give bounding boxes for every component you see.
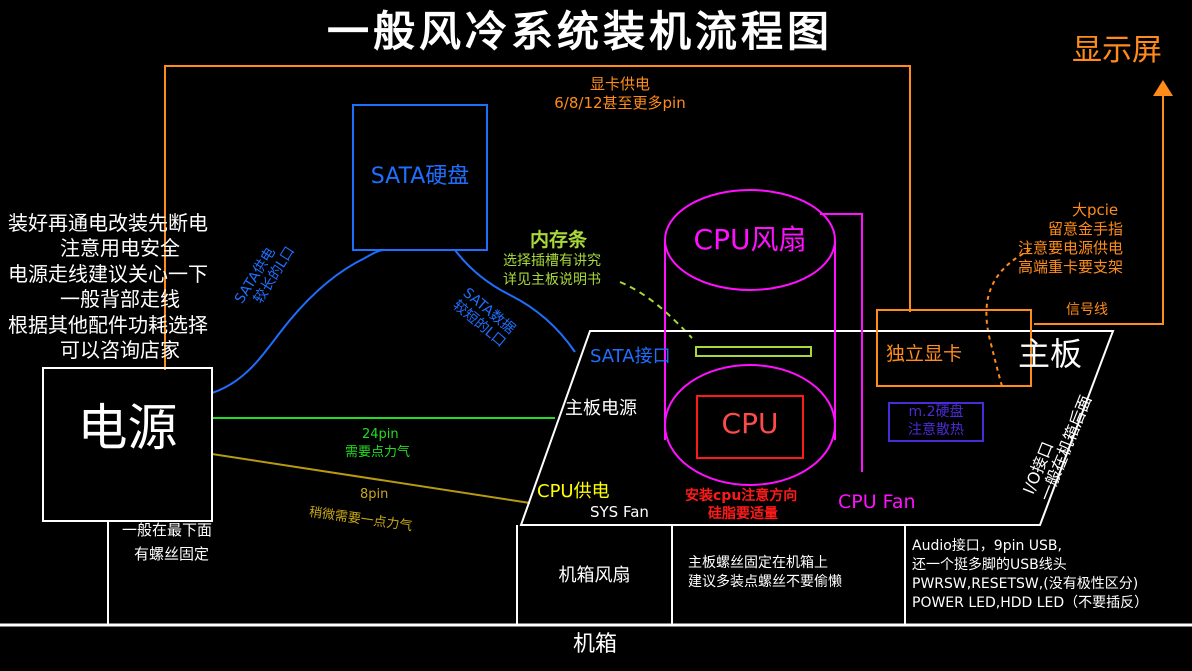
advice-line-3: 电源走线建议关心一下 bbox=[8, 262, 208, 286]
m2-label-1: m.2硬盘 bbox=[908, 404, 964, 420]
case-label: 机箱 bbox=[572, 632, 617, 657]
signal-line bbox=[1034, 88, 1164, 325]
advice-line-6: 可以咨询店家 bbox=[60, 338, 180, 362]
m2-box bbox=[888, 402, 984, 442]
gpu-label: 独立显卡 bbox=[886, 343, 963, 365]
pin24-label-2: 需要点力气 bbox=[345, 445, 411, 460]
memory-note-1: 选择插槽有讲究 bbox=[503, 253, 601, 269]
cpu-8pin-cable bbox=[211, 453, 531, 504]
cpu-fan-label: CPU风扇 bbox=[693, 223, 807, 256]
gpu-power-label-1: 显卡供电 bbox=[589, 75, 650, 93]
sata-disk-label: SATA硬盘 bbox=[370, 164, 470, 189]
cpu-install-note-2: 硅脂要适量 bbox=[708, 506, 778, 522]
diagram-title: 一般风冷系统装机流程图 bbox=[326, 7, 833, 56]
cpu-fan-header-cable bbox=[820, 213, 863, 472]
sys-fan-label: SYS Fan bbox=[590, 503, 649, 521]
case-fan-label: 机箱风扇 bbox=[558, 565, 631, 586]
pcie-note-4: 高端重卡要支架 bbox=[1018, 258, 1124, 276]
psu-label: 电源 bbox=[77, 399, 178, 457]
cpu-fan-header-label: CPU Fan bbox=[838, 491, 916, 513]
gpu-power-line bbox=[164, 65, 911, 370]
advice-line-2: 注意用电安全 bbox=[60, 236, 180, 260]
cpu-power-label: CPU供电 bbox=[537, 481, 610, 502]
memory-title: 内存条 bbox=[530, 229, 588, 251]
m2-label-2: 注意散热 bbox=[908, 422, 964, 438]
sata-port-label: SATA接口 bbox=[590, 346, 671, 367]
sata-disk-box bbox=[352, 104, 488, 251]
advice-line-5: 根据其他配件功耗选择 bbox=[8, 313, 208, 337]
sata-power-cable bbox=[211, 249, 386, 394]
memory-slot bbox=[695, 346, 812, 357]
mb-screw-note-2: 建议多装点螺丝不要偷懒 bbox=[688, 574, 842, 590]
sata-data-cable bbox=[454, 249, 576, 353]
display-label: 显示屏 bbox=[1072, 33, 1162, 68]
pcie-note-1: 大pcie bbox=[1072, 201, 1119, 219]
pcie-note-3: 注意要电源供电 bbox=[1018, 239, 1124, 257]
cpu-install-note-1: 安装cpu注意方向 bbox=[685, 488, 798, 504]
arrow-head-display bbox=[1153, 80, 1173, 96]
memory-note-2: 详见主板说明书 bbox=[503, 272, 601, 288]
gpu-box bbox=[876, 309, 1032, 387]
pin24-label-1: 24pin bbox=[362, 427, 399, 442]
pin8-label-1: 8pin bbox=[360, 487, 389, 502]
psu-note-1: 一般在最下面 bbox=[122, 521, 213, 539]
advice-line-4: 一般背部走线 bbox=[60, 287, 180, 311]
signal-line-label: 信号线 bbox=[1066, 302, 1108, 318]
psu-box bbox=[42, 367, 213, 522]
cpu-fan-bottom bbox=[664, 364, 836, 486]
front-panel-note-4: POWER LED,HDD LED（不要插反） bbox=[912, 595, 1149, 611]
pcie-pointer-line bbox=[985, 249, 1031, 387]
advice-line-1: 装好再通电改装先断电 bbox=[8, 211, 208, 235]
front-panel-note-3: PWRSW,RESETSW,(没有极性区分) bbox=[912, 576, 1139, 592]
pcie-note-2: 留意金手指 bbox=[1048, 220, 1124, 238]
mb-power-label: 主板电源 bbox=[565, 398, 637, 419]
motherboard-label: 主板 bbox=[1018, 335, 1083, 373]
cpu-box bbox=[696, 395, 804, 459]
front-panel-note-2: 还一个挺多脚的USB线头 bbox=[912, 557, 1067, 573]
memory-pointer-line bbox=[619, 281, 693, 339]
front-panel-note-1: Audio接口，9pin USB, bbox=[912, 538, 1062, 554]
gpu-power-label-2: 6/8/12甚至更多pin bbox=[554, 94, 686, 112]
mb-screw-note-1: 主板螺丝固定在机箱上 bbox=[688, 555, 828, 571]
psu-note-2: 有螺丝固定 bbox=[134, 545, 210, 563]
cpu-label: CPU bbox=[721, 407, 779, 440]
motherboard-outline bbox=[519, 330, 1115, 526]
